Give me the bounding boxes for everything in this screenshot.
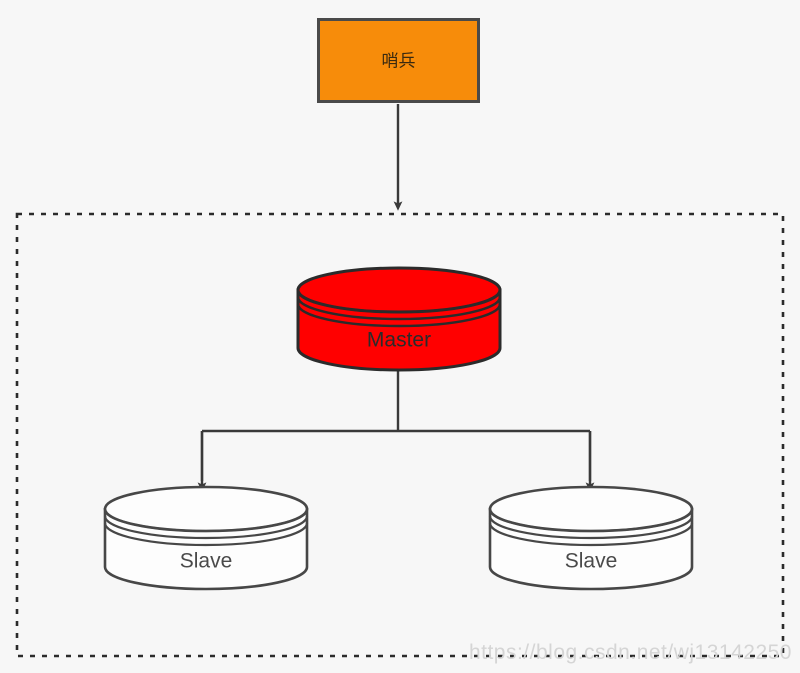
- slave-right-cylinder-rib-2: [488, 515, 694, 540]
- sentinel-box[interactable]: [317, 18, 480, 103]
- replication-group-border: [15, 212, 785, 658]
- master-cylinder-rib-1: [296, 289, 502, 314]
- node-slave-right[interactable]: Slave: [488, 485, 694, 591]
- master-cylinder-rib-3: [296, 303, 502, 328]
- master-label: Master: [367, 329, 431, 352]
- node-sentinel[interactable]: 哨兵: [317, 18, 480, 103]
- slave-left-label: Slave: [180, 550, 233, 573]
- node-master[interactable]: Master: [296, 266, 502, 372]
- edge-master-to-slaves: [197, 370, 595, 492]
- slave-left-cylinder-rib-1: [103, 508, 309, 533]
- slave-right-cylinder-rib-1: [488, 508, 694, 533]
- master-cylinder-rib-2: [296, 296, 502, 321]
- slave-left-cylinder-rib-2: [103, 515, 309, 540]
- slave-left-cylinder-rib-3: [103, 522, 309, 547]
- slave-right-label: Slave: [565, 550, 618, 573]
- sentinel-label: 哨兵: [382, 51, 416, 70]
- node-slave-left[interactable]: Slave: [103, 485, 309, 591]
- slave-right-cylinder-rib-3: [488, 522, 694, 547]
